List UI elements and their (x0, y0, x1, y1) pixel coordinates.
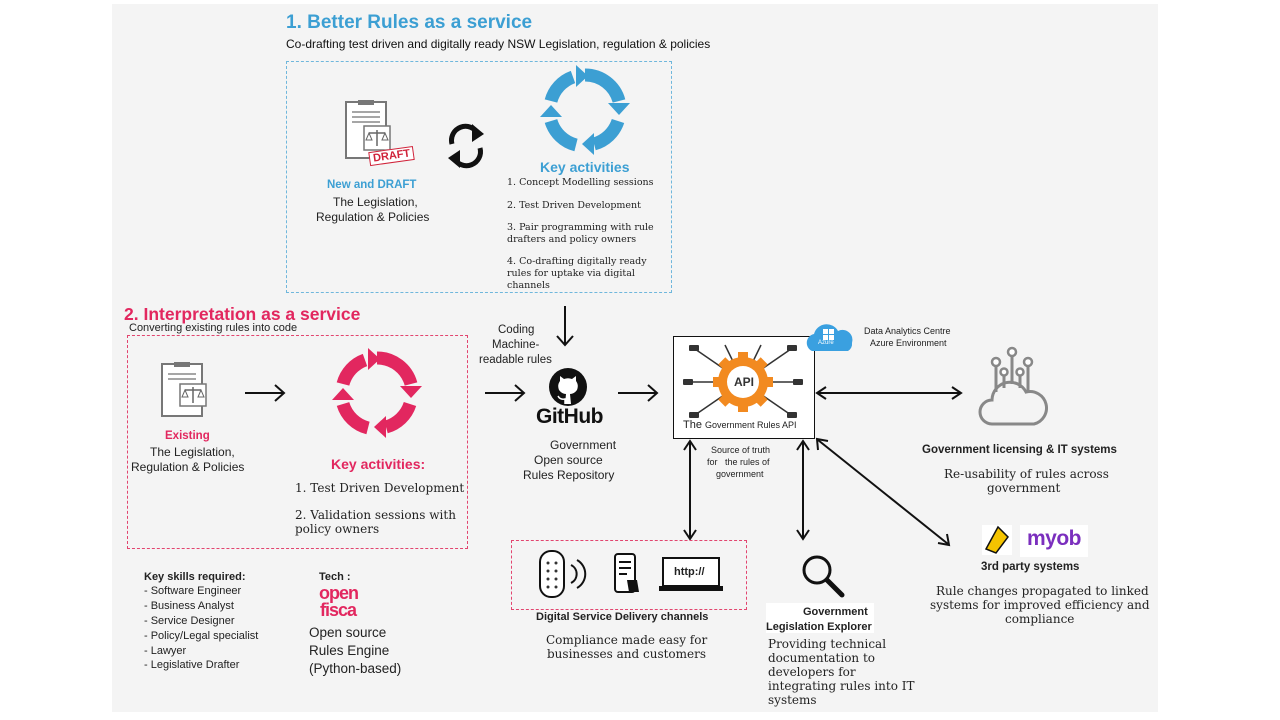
github-line2: Open source (534, 453, 603, 467)
azure-line1: Data Analytics Centre (864, 326, 951, 336)
skill-item-4: - Policy/Legal specialist (144, 630, 259, 642)
section2-activities-heading: Key activities: (331, 456, 426, 472)
new-draft-line1: The Legislation, (333, 195, 418, 209)
openfisca-logo-line1: open (319, 583, 359, 603)
explorer-title-backdrop (766, 603, 874, 633)
api-connectors (683, 386, 963, 547)
magnifier-icon (802, 555, 845, 598)
openfisca-logo-line2: fisca (320, 600, 357, 620)
digital-line1: Compliance made easy for (546, 633, 708, 647)
gov-systems-line2: government (987, 481, 1061, 495)
section1-activity-4c: channels (507, 280, 550, 291)
digital-line2: businesses and customers (547, 647, 707, 661)
new-draft-line2: Regulation & Policies (316, 210, 430, 224)
api-label: Government Rules API (705, 420, 797, 430)
azure-cloud-label: Azure (818, 340, 834, 346)
section2-box (127, 335, 468, 549)
skill-item-5: - Lawyer (144, 645, 187, 657)
gov-systems-line1: Re-usability of rules across (944, 467, 1109, 481)
section1-box (286, 61, 672, 293)
api-label-prefix: The (683, 419, 702, 431)
section1-activity-3b: drafters and policy owners (507, 234, 637, 245)
api-source-line3: government (716, 469, 764, 479)
mobile-phone-icon (614, 553, 639, 593)
azure-line2: Azure Environment (870, 338, 947, 348)
explorer-line3: developers for (768, 665, 856, 679)
explorer-line2: documentation to (768, 651, 876, 665)
cloud-network-icon (978, 346, 1048, 426)
explorer-line1: Providing technical (768, 637, 887, 651)
azure-cloud-icon (806, 324, 853, 351)
skill-item-6: - Legislative Drafter (144, 659, 240, 671)
explorer-line4: integrating rules into IT (768, 679, 915, 693)
third-party-title: 3rd party systems (981, 561, 1080, 573)
explorer-line5: systems (768, 693, 817, 707)
api-gear-icon (683, 344, 803, 418)
github-logo: GitHub (536, 405, 603, 428)
existing-document-icon (161, 362, 207, 417)
section2-activity-2b: policy owners (295, 522, 380, 536)
section1-activities-heading: Key activities (540, 159, 630, 175)
right-arrow-icon (485, 384, 526, 402)
explorer-title2: Legislation Explorer (766, 621, 872, 633)
digital-title: Digital Service Delivery channels (536, 611, 709, 623)
right-arrow-icon (245, 384, 286, 402)
myob-logo: myob (1027, 527, 1082, 550)
section1-activity-2: 2. Test Driven Development (507, 200, 641, 211)
skill-item-3: - Service Designer (144, 615, 235, 627)
github-octocat-icon (549, 368, 587, 406)
github-line1: Government (550, 438, 617, 452)
existing-line2: Regulation & Policies (131, 460, 245, 474)
existing-heading: Existing (165, 430, 210, 442)
section2-activity-2a: 2. Validation sessions with (295, 508, 456, 522)
skill-item-1: - Software Engineer (144, 585, 242, 597)
section1-activity-4a: 4. Co-drafting digitally ready (507, 256, 647, 267)
explorer-title1: Government (803, 606, 868, 618)
section1-title: 1. Better Rules as a service (286, 12, 533, 33)
blue-cycle-icon (540, 65, 630, 155)
api-source-line1: Source of truth (711, 445, 771, 455)
third-party-line3: compliance (1005, 612, 1075, 626)
api-source-line2: for the rules of (707, 457, 770, 467)
tech-heading: Tech : (319, 571, 351, 583)
new-draft-heading: New and DRAFT (327, 179, 417, 191)
bank-logo-icon (982, 525, 1012, 555)
api-badge: API (734, 375, 755, 389)
tech-line2: Rules Engine (309, 643, 390, 658)
section2-subtitle: Converting existing rules into code (129, 322, 298, 334)
existing-line1: The Legislation, (150, 445, 235, 459)
digital-channels-box (511, 540, 747, 610)
gov-systems-title: Government licensing & IT systems (922, 444, 1117, 456)
skills-heading: Key skills required: (144, 571, 246, 583)
right-arrow-icon (618, 384, 659, 402)
pink-cycle-icon (332, 348, 422, 438)
section1-activity-1: 1. Concept Modelling sessions (507, 177, 654, 188)
section1-subtitle: Co-drafting test driven and digitally re… (286, 37, 711, 51)
coding-line2: Machine- (492, 339, 540, 351)
third-party-line2: systems for improved efficiency and (930, 598, 1150, 612)
section1-activity-4b: rules for uptake via digital (507, 268, 635, 279)
sync-arrows-icon (448, 123, 484, 169)
section2-activity-1: 1. Test Driven Development (295, 481, 465, 495)
smart-speaker-icon (539, 550, 587, 598)
down-arrow-icon (556, 306, 574, 347)
github-line3: Rules Repository (523, 468, 615, 482)
tech-line3: (Python-based) (309, 661, 402, 676)
skill-item-2: - Business Analyst (144, 600, 234, 612)
laptop-url: http:// (674, 566, 705, 578)
section2-title: 2. Interpretation as a service (124, 304, 361, 324)
tech-line1: Open source (309, 625, 387, 640)
coding-line3: readable rules (479, 354, 552, 366)
coding-line1: Coding (498, 324, 535, 336)
third-party-line1: Rule changes propagated to linked (936, 584, 1149, 598)
laptop-icon (659, 557, 723, 591)
draft-document-icon (345, 100, 391, 159)
section1-activity-3a: 3. Pair programming with rule (507, 222, 654, 233)
myob-logo-box (1020, 525, 1088, 557)
